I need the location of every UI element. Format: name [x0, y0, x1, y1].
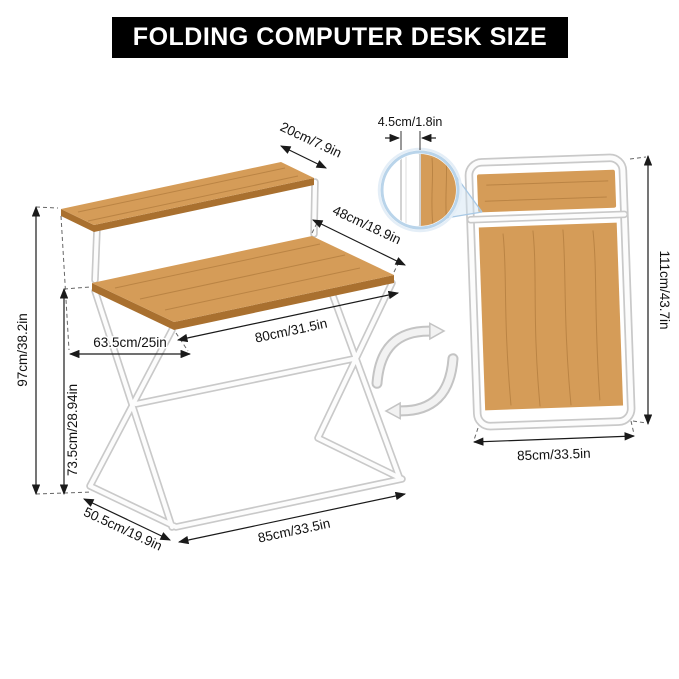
dimension-label: 80cm/31.5in — [254, 316, 329, 346]
dimension-line — [176, 290, 400, 343]
page-title: FOLDING COMPUTER DESK SIZE — [132, 23, 548, 51]
arrow-bottom-head — [384, 401, 401, 420]
dimension-label: 20cm/7.9in — [278, 119, 344, 161]
folded-shelf-grain — [484, 180, 609, 202]
desktop-left-edge — [92, 283, 174, 330]
dimension-label: 4.5cm/1.8in — [378, 115, 443, 129]
tube-detail-callout: 4.5cm/1.8in — [376, 114, 483, 233]
dim-desktop-height: 73.5cm/28.94in — [59, 287, 82, 496]
dim-shelf-depth: 20cm/7.9in — [276, 118, 346, 169]
folded-crossbar — [468, 212, 627, 222]
dim-overall-height: 97cm/38.2in — [14, 205, 41, 496]
dimension-line — [280, 145, 327, 169]
folded-desk-figure — [464, 153, 636, 431]
dim-base-depth: 50.5cm/19.9in — [80, 498, 171, 555]
upper-shelf — [61, 162, 314, 232]
shelf-wood-grain — [77, 167, 299, 222]
dimension-label: 85cm/33.5in — [517, 446, 591, 464]
swap-arrows-icon — [371, 322, 459, 420]
folded-desktop-grain — [502, 229, 601, 407]
arrow-bottom — [396, 355, 457, 415]
dim-lower-span: 63.5cm/25in — [68, 334, 192, 359]
arrow-top — [373, 327, 434, 387]
dimension-line — [472, 432, 636, 446]
dimension-label: 97cm/38.2in — [15, 313, 30, 387]
dimension-label: 85cm/33.5in — [257, 516, 332, 546]
tube-closeup — [400, 154, 456, 226]
shelf-top — [61, 162, 314, 225]
shelf-front-edge — [94, 178, 314, 232]
dim-folded-height: 111cm/43.7in — [629, 154, 674, 426]
shelf-left-edge — [61, 209, 94, 232]
dimension-line — [83, 498, 171, 541]
folded-desktop-panel — [478, 222, 624, 411]
folded-frame — [466, 155, 634, 429]
dimension-label: 63.5cm/25in — [93, 335, 167, 350]
desktop-surface — [92, 236, 394, 330]
dimension-label: 111cm/43.7in — [657, 250, 672, 329]
dimension-label: 73.5cm/28.94in — [65, 384, 80, 476]
title-banner: FOLDING COMPUTER DESK SIZE — [112, 17, 568, 58]
folded-shelf-panel — [476, 169, 617, 213]
arrow-top-head — [429, 322, 446, 341]
dim-tube-size: 4.5cm/1.8in — [376, 114, 444, 150]
dim-folded-width: 85cm/33.5in — [472, 420, 636, 465]
dimension-line — [312, 219, 406, 266]
dimension-line — [177, 491, 407, 545]
